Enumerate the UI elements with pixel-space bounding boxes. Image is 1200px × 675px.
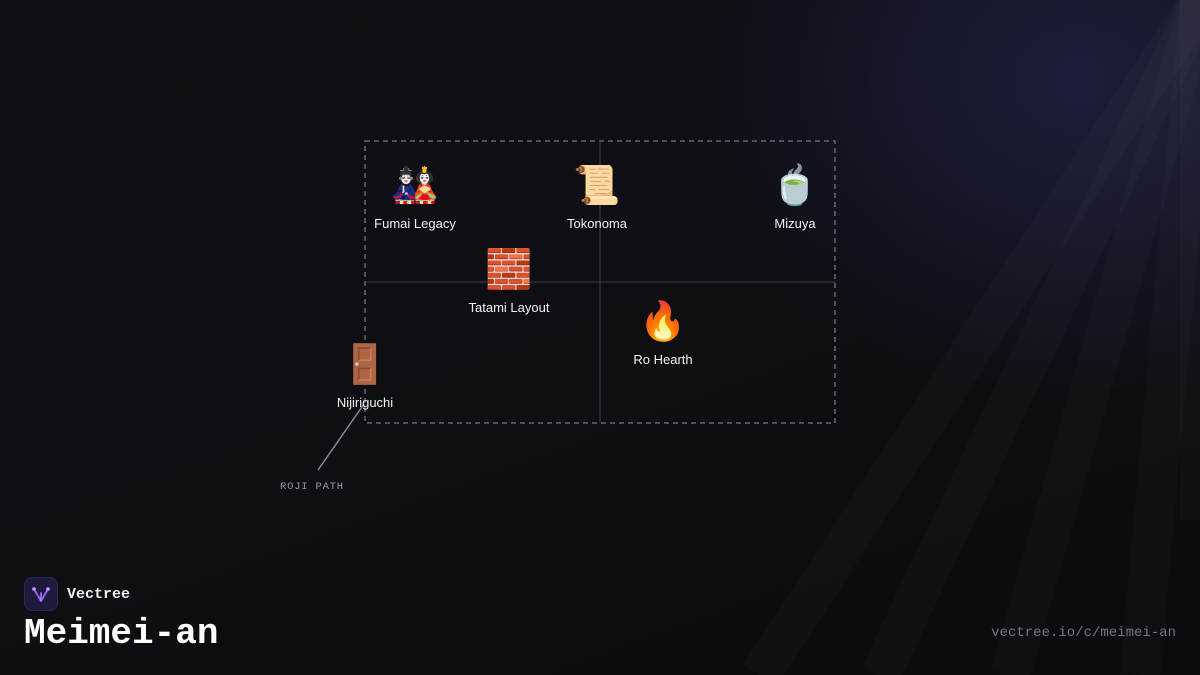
node-label: Mizuya: [774, 216, 816, 231]
node-tatami-layout[interactable]: 🧱 Tatami Layout: [469, 246, 550, 315]
share-url[interactable]: vectree.io/c/meimei-an: [991, 625, 1176, 641]
node-label: Fumai Legacy: [374, 216, 456, 231]
roji-path-annotation: ROJI PATH: [280, 481, 344, 493]
page-title: Meimei-an: [24, 613, 219, 654]
node-label: Tatami Layout: [468, 300, 550, 315]
brand-name: Vectree: [67, 585, 131, 603]
node-ro-hearth[interactable]: 🔥 Ro Hearth: [633, 298, 692, 367]
node-label: Nijiriguchi: [336, 395, 394, 410]
node-nijiriguchi[interactable]: 🚪 Nijiriguchi: [337, 341, 393, 410]
roji-path-leader: [317, 403, 365, 471]
node-mizuya[interactable]: 🍵 Mizuya: [771, 162, 818, 231]
fire-icon: 🔥: [639, 299, 687, 343]
node-label: Ro Hearth: [633, 352, 693, 367]
hina-dolls-icon: 🎎: [391, 163, 439, 207]
node-fumai-legacy[interactable]: 🎎 Fumai Legacy: [374, 162, 456, 231]
door-icon: 🚪: [341, 342, 389, 386]
vectree-logo-icon: [24, 577, 58, 611]
node-label: Tokonoma: [567, 216, 627, 231]
tea-cup-icon: 🍵: [771, 163, 819, 207]
node-tokonoma[interactable]: 📜 Tokonoma: [567, 162, 627, 231]
brand[interactable]: Vectree: [24, 577, 130, 611]
scroll-icon: 📜: [573, 163, 621, 207]
brick-icon: 🧱: [485, 247, 533, 291]
